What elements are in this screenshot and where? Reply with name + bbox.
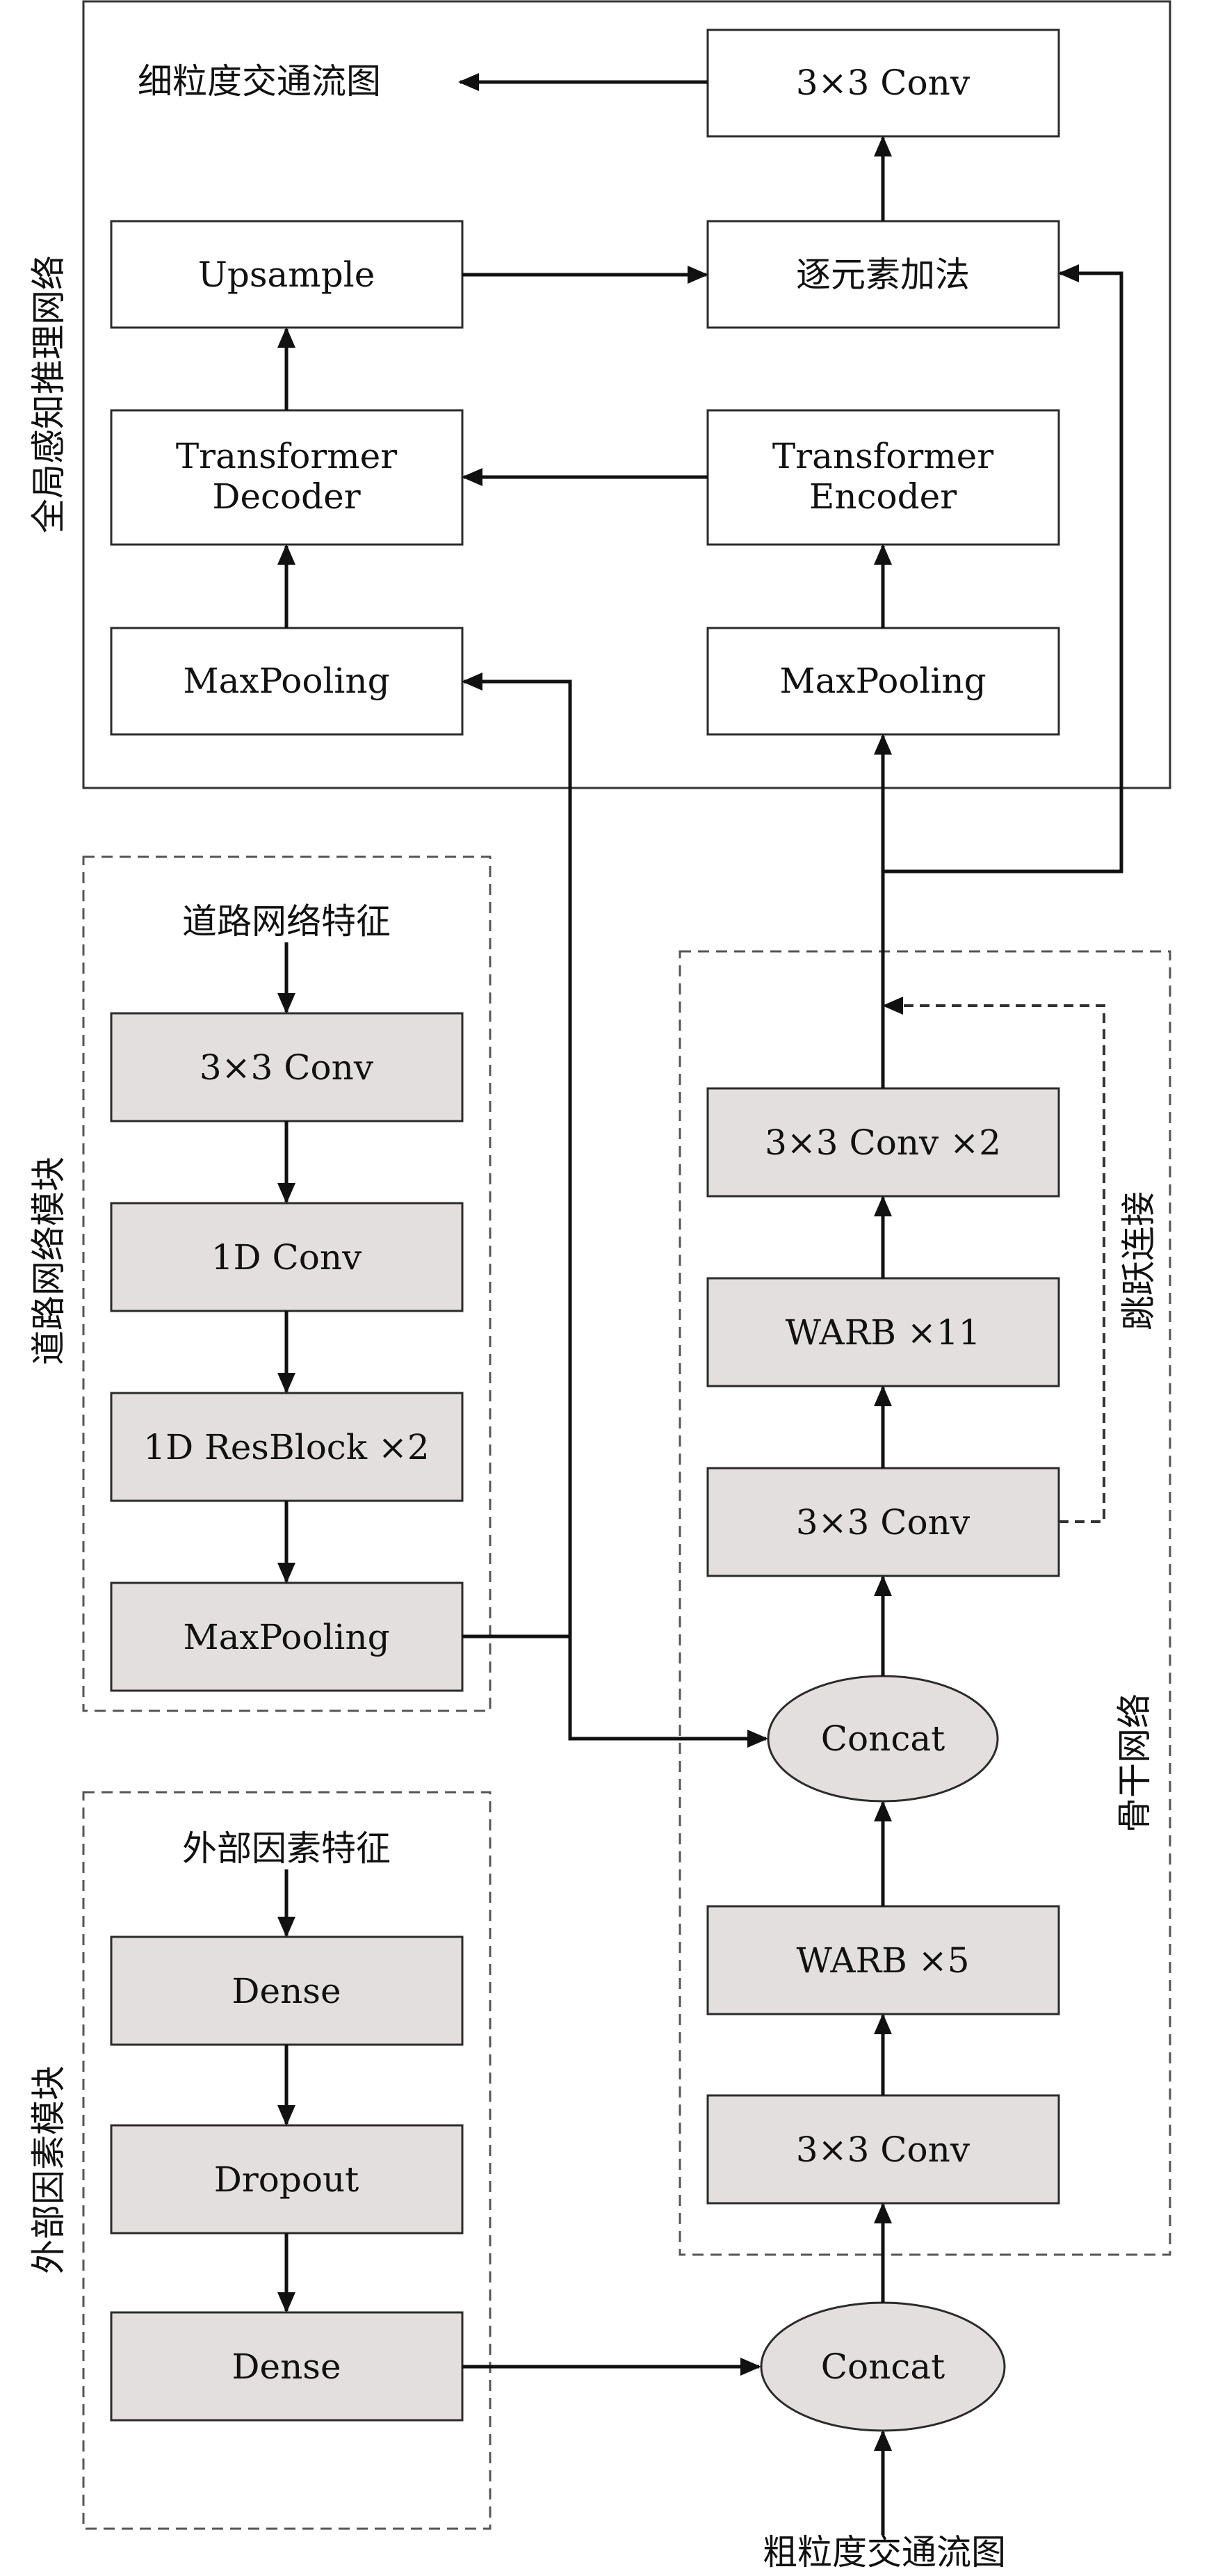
coarse-grained-input-label: 粗粒度交通流图 — [763, 2532, 1006, 2573]
road-maxpooling-node: MaxPooling — [110, 1581, 464, 1692]
svg-text:Transformer: Transformer — [176, 436, 397, 476]
svg-text:Dropout: Dropout — [214, 2159, 359, 2200]
external-dropout-node: Dropout — [110, 2124, 464, 2235]
global-network-frame — [82, 0, 1171, 789]
edge-backbone-to-add — [883, 264, 1123, 874]
road-resblock-node: 1D ResBlock ×2 — [110, 1392, 464, 1502]
transformer-encoder-node: Transformer Encoder — [706, 409, 1060, 546]
svg-text:Transformer: Transformer — [772, 436, 993, 476]
input-concat-node: Concat — [760, 2301, 1006, 2432]
road-module-frame — [82, 855, 492, 1712]
svg-text:1D ResBlock ×2: 1D ResBlock ×2 — [143, 1427, 429, 1467]
maxpooling-left-node: MaxPooling — [110, 627, 464, 736]
road-1d-conv-node: 1D Conv — [110, 1202, 464, 1312]
backbone-concat-node: Concat — [767, 1675, 999, 1803]
svg-text:WARB ×11: WARB ×11 — [786, 1312, 981, 1353]
svg-text:3×3 Conv: 3×3 Conv — [796, 63, 971, 103]
edge-skip-connection — [882, 997, 1105, 1523]
backbone-conv-x2-node: 3×3 Conv ×2 — [706, 1087, 1060, 1198]
elementwise-add-node: 逐元素加法 — [706, 220, 1060, 329]
maxpooling-right-node: MaxPooling — [706, 627, 1060, 736]
transformer-decoder-node: Transformer Decoder — [110, 409, 464, 546]
global-network-label: 全局感知推理网络 — [29, 255, 69, 533]
svg-text:MaxPooling: MaxPooling — [183, 1617, 389, 1657]
svg-text:MaxPooling: MaxPooling — [183, 661, 389, 701]
external-dense-1-node: Dense — [110, 1935, 464, 2046]
svg-text:Upsample: Upsample — [198, 255, 375, 295]
edge-road-to-concat — [462, 1634, 768, 1748]
backbone-warb-5-node: WARB ×5 — [706, 1905, 1060, 2015]
conv-output-node: 3×3 Conv — [706, 29, 1060, 138]
svg-text:3×3 Conv: 3×3 Conv — [796, 1502, 971, 1543]
svg-text:3×3 Conv: 3×3 Conv — [200, 1047, 374, 1088]
edge-road-to-global-maxpool — [462, 673, 572, 1636]
road-module-label: 道路网络模块 — [29, 1157, 69, 1365]
svg-text:3×3 Conv: 3×3 Conv — [796, 2130, 971, 2170]
skip-connection-label: 跳跃连接 — [1119, 1191, 1159, 1330]
svg-text:MaxPooling: MaxPooling — [779, 661, 986, 701]
svg-text:WARB ×5: WARB ×5 — [797, 1940, 970, 1981]
road-features-input-label: 道路网络特征 — [182, 901, 391, 942]
svg-text:Encoder: Encoder — [809, 476, 957, 517]
svg-text:1D Conv: 1D Conv — [211, 1237, 362, 1278]
backbone-conv-mid-node: 3×3 Conv — [706, 1467, 1060, 1577]
external-module-label: 外部因素模块 — [29, 2066, 69, 2274]
road-conv-node: 3×3 Conv — [110, 1012, 464, 1122]
external-features-input-label: 外部因素特征 — [182, 1828, 391, 1869]
svg-text:Dense: Dense — [232, 2346, 341, 2387]
svg-text:逐元素加法: 逐元素加法 — [796, 255, 970, 295]
backbone-frame — [679, 950, 1171, 2256]
external-module-frame — [82, 1791, 492, 2530]
backbone-warb-11-node: WARB ×11 — [706, 1277, 1060, 1387]
backbone-conv-bottom-node: 3×3 Conv — [706, 2094, 1060, 2205]
svg-text:Decoder: Decoder — [212, 476, 360, 517]
upsample-node: Upsample — [110, 220, 464, 329]
svg-text:Concat: Concat — [821, 1718, 945, 1759]
fine-grained-output-label: 细粒度交通流图 — [138, 61, 381, 102]
external-dense-2-node: Dense — [110, 2311, 464, 2422]
svg-text:3×3 Conv ×2: 3×3 Conv ×2 — [765, 1122, 1001, 1163]
svg-text:Concat: Concat — [821, 2346, 945, 2387]
svg-text:Dense: Dense — [232, 1971, 341, 2011]
backbone-label: 骨干网络 — [1114, 1693, 1155, 1833]
